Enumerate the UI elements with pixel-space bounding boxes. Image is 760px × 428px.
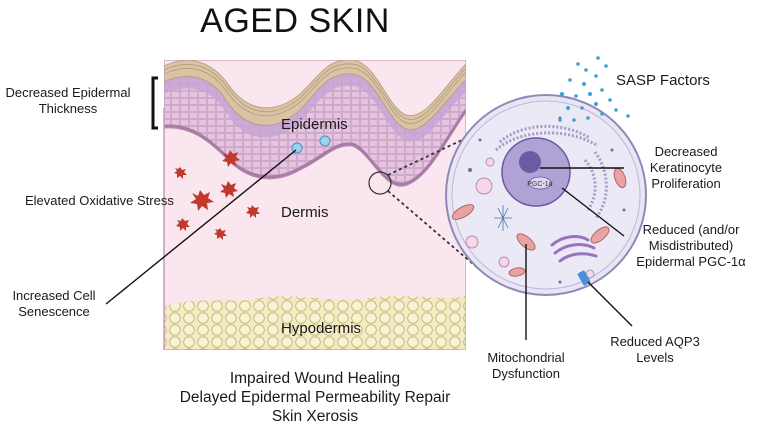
elevated-oxidative-stress-label: Elevated Oxidative Stress [25, 193, 174, 208]
increased-cell-senescence-label: Increased Cell Senescence [12, 288, 96, 319]
ros-star [190, 190, 214, 211]
leader-lines [105, 149, 633, 340]
keratinocyte-cell: PGC-1α [445, 94, 647, 296]
pgc1a-marker [528, 176, 552, 190]
ros-star [222, 150, 240, 167]
page-title: AGED SKIN [200, 2, 390, 40]
skin-cross-section [164, 60, 466, 350]
outcomes-list: Impaired Wound Healing Delayed Epidermal… [150, 369, 480, 426]
centrosome [494, 205, 512, 231]
decreased-keratinocyte-proliferation-label: Decreased Keratinocyte Proliferation [649, 144, 723, 191]
ros-star [176, 218, 190, 231]
epidermis-label: Epidermis [281, 116, 348, 133]
ros-markers [174, 150, 260, 240]
thickness-bracket [151, 76, 158, 130]
outcome-item: Delayed Epidermal Permeability Repair [179, 389, 451, 406]
hypodermis-layer [164, 296, 466, 350]
ros-star [174, 167, 187, 179]
outcome-item: Impaired Wound Healing [229, 370, 401, 387]
ros-star [246, 205, 260, 218]
golgi [550, 235, 598, 263]
hypodermis-label: Hypodermis [281, 320, 362, 337]
sasp-factors-label: SASP Factors [616, 72, 710, 89]
mitochondrial-dysfunction-label: Mitochondrial Dysfunction [487, 350, 565, 381]
sasp-dots [558, 56, 630, 122]
aqp3-channel [577, 270, 591, 286]
ros-star [214, 228, 227, 240]
reduced-pgc1a-label: Reduced (and/or Misdistributed) Epiderma… [636, 222, 746, 269]
magnified-region [368, 171, 392, 195]
ros-star [220, 181, 238, 198]
pgc1a-text: PGC-1α [527, 181, 552, 188]
decreased-epidermal-thickness-label: Decreased Epidermal Thickness [5, 85, 131, 116]
dermis-label: Dermis [281, 204, 329, 221]
reduced-aqp3-label: Reduced AQP3 Levels [610, 334, 700, 365]
mitochondria [451, 167, 627, 277]
outcome-item: Skin Xerosis [271, 408, 359, 425]
